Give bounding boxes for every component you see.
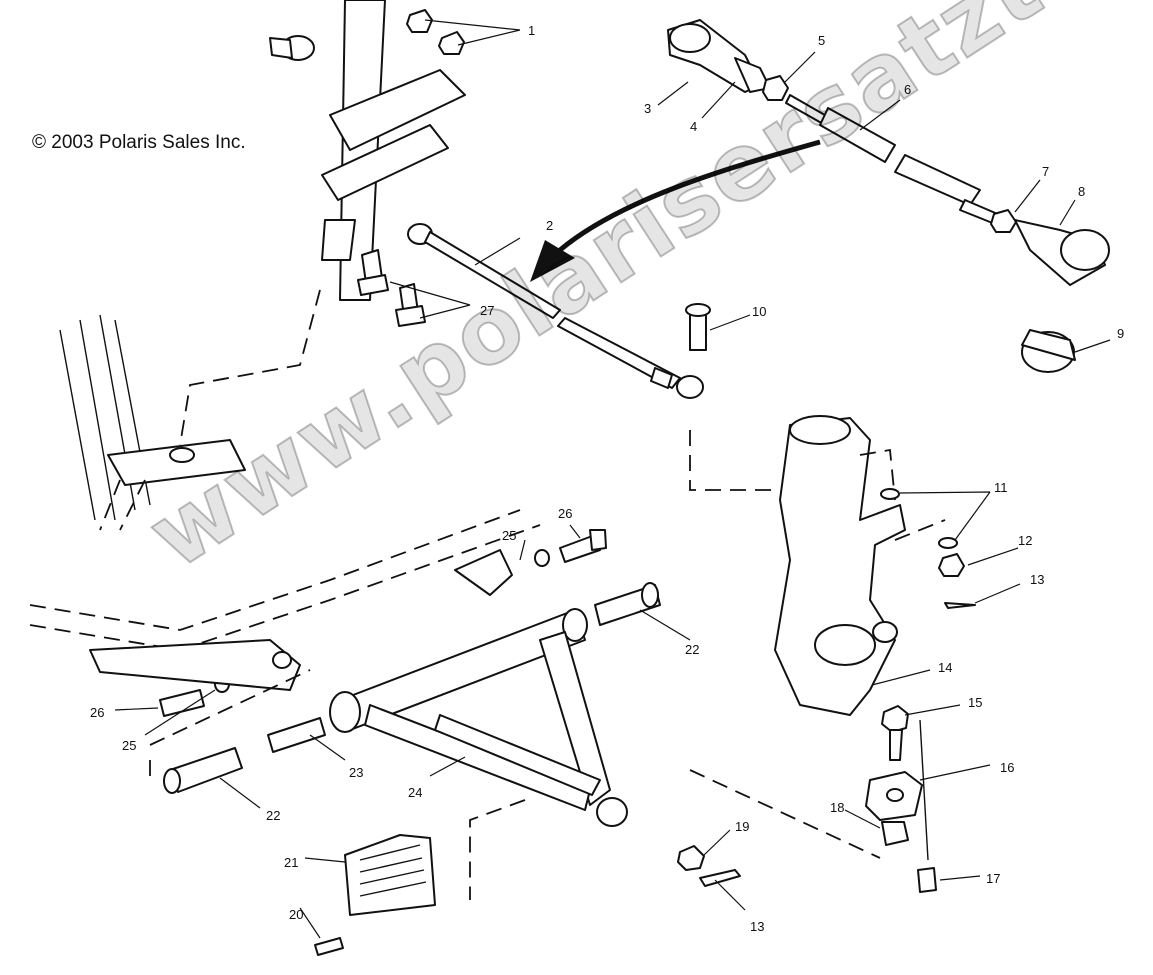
callout-11: 11 [994,480,1008,495]
callout-2: 2 [546,218,553,233]
leader-lines [114,19,1111,939]
copyright-notice: © 2003 Polaris Sales Inc. [32,132,246,153]
curved-arrow [530,139,821,282]
tie-rod [407,223,704,399]
frame-outline [59,289,321,531]
hardware-11-13 [880,488,976,609]
lower-ball-joint [677,705,937,893]
callout-15: 15 [968,695,982,710]
callout-9: 9 [1117,326,1124,341]
callout-13b: 13 [750,919,764,934]
callout-14: 14 [938,660,952,675]
a-arm [329,608,628,900]
steering-post [269,0,466,301]
skid-plate [314,834,436,956]
bolt-27 [357,249,426,327]
callout-18: 18 [830,800,844,815]
callout-27: 27 [480,303,494,318]
callout-8: 8 [1078,184,1085,199]
callout-20: 20 [289,907,303,922]
callout-24: 24 [408,785,422,800]
callout-12: 12 [1018,533,1032,548]
callout-16: 16 [1000,760,1014,775]
callout-numbers: 1 2 3 4 5 6 7 8 9 10 11 12 13 14 15 16 1… [90,23,1124,934]
spindle [689,415,946,716]
callout-22b: 22 [266,808,280,823]
callout-3: 3 [644,101,651,116]
callout-22a: 22 [685,642,699,657]
callout-25b: 25 [122,738,136,753]
tie-rod-end-parts [667,19,1110,373]
callout-13a: 13 [1030,572,1044,587]
callout-1: 1 [528,23,535,38]
callout-23: 23 [349,765,363,780]
callout-26a: 26 [558,506,572,521]
callout-5: 5 [818,33,825,48]
frame-rail [29,509,541,785]
callout-25a: 25 [502,528,516,543]
callout-19: 19 [735,819,749,834]
callout-7: 7 [1042,164,1049,179]
callout-26b: 26 [90,705,104,720]
callout-17: 17 [986,871,1000,886]
callout-6: 6 [904,82,911,97]
pin-10 [685,303,711,351]
callout-10: 10 [752,304,766,319]
callout-21: 21 [284,855,298,870]
callout-4: 4 [690,119,697,134]
